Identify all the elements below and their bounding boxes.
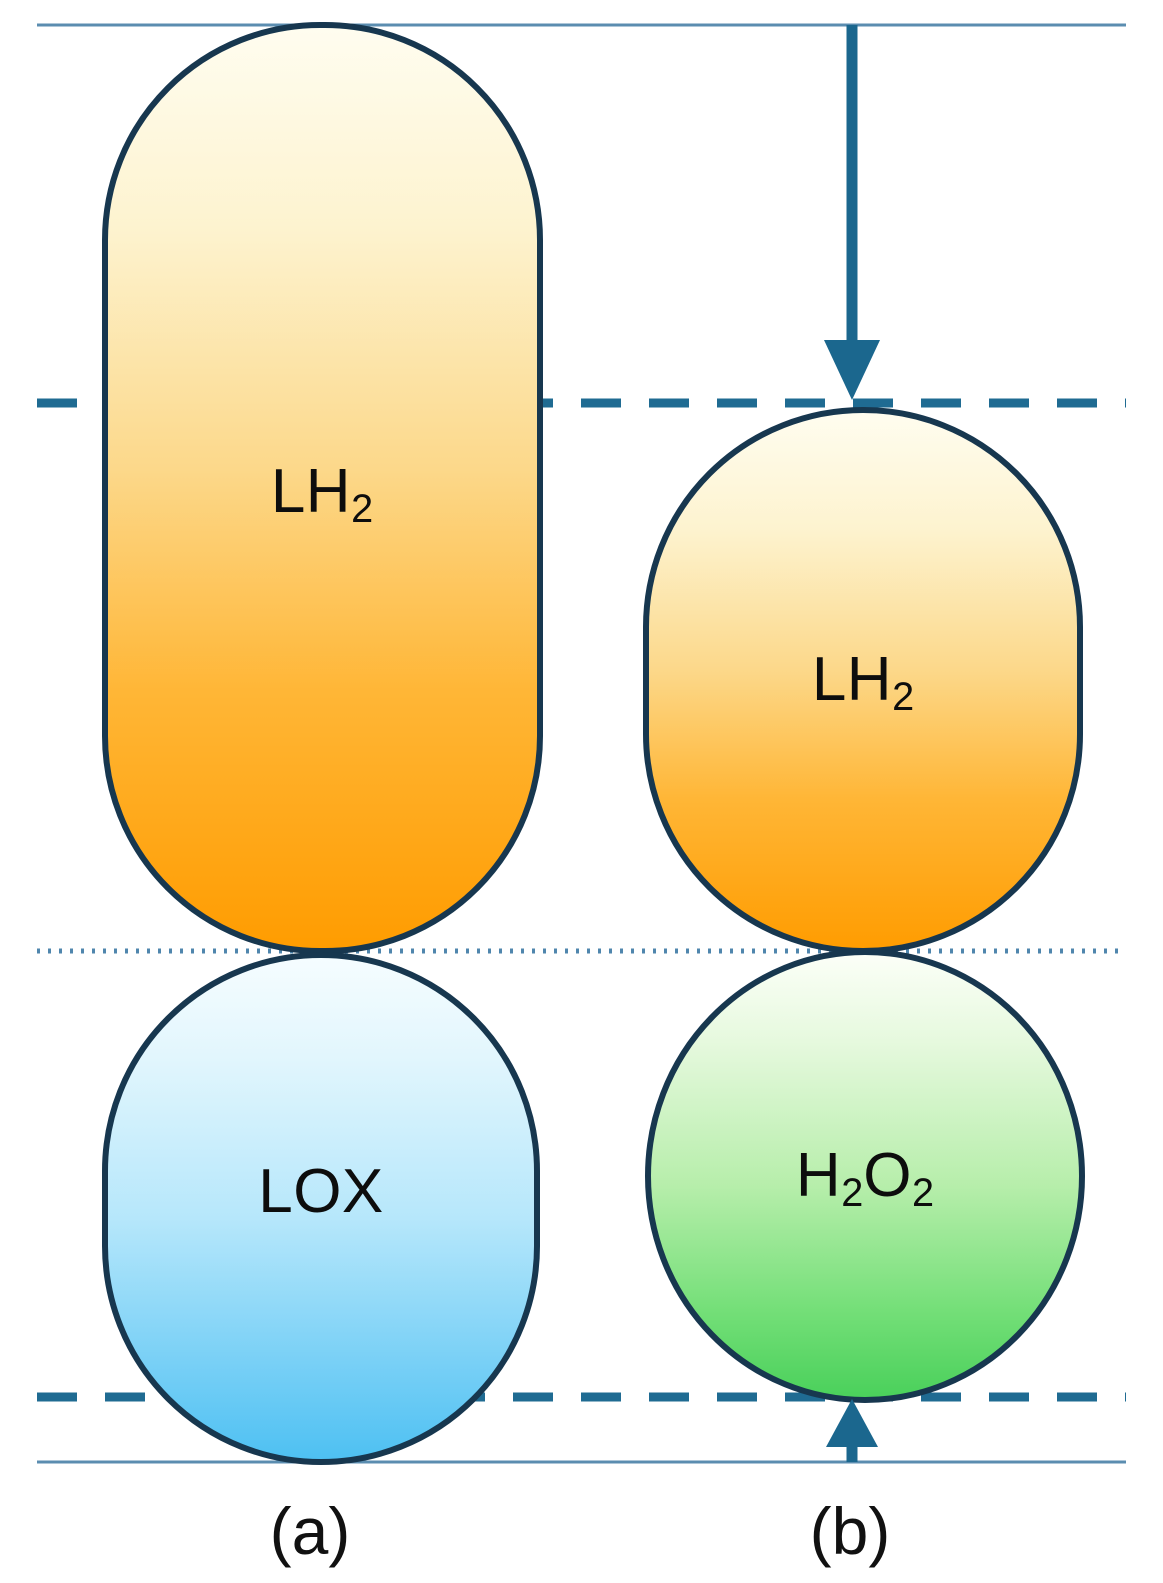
h2o2-tank-b-shape [645,949,1085,1403]
lox-tank-a-shape [102,952,540,1465]
panel-a-group [102,22,543,1465]
lh2-tank-a-shape [102,22,543,954]
panel-b-group [643,407,1085,1403]
lh2-tank-b-shape [643,407,1083,954]
panel-a-caption: (a) [269,1494,351,1568]
bottom-up-arrow [826,1399,878,1462]
panel-b-caption: (b) [809,1494,891,1568]
top-down-arrow [824,25,880,400]
